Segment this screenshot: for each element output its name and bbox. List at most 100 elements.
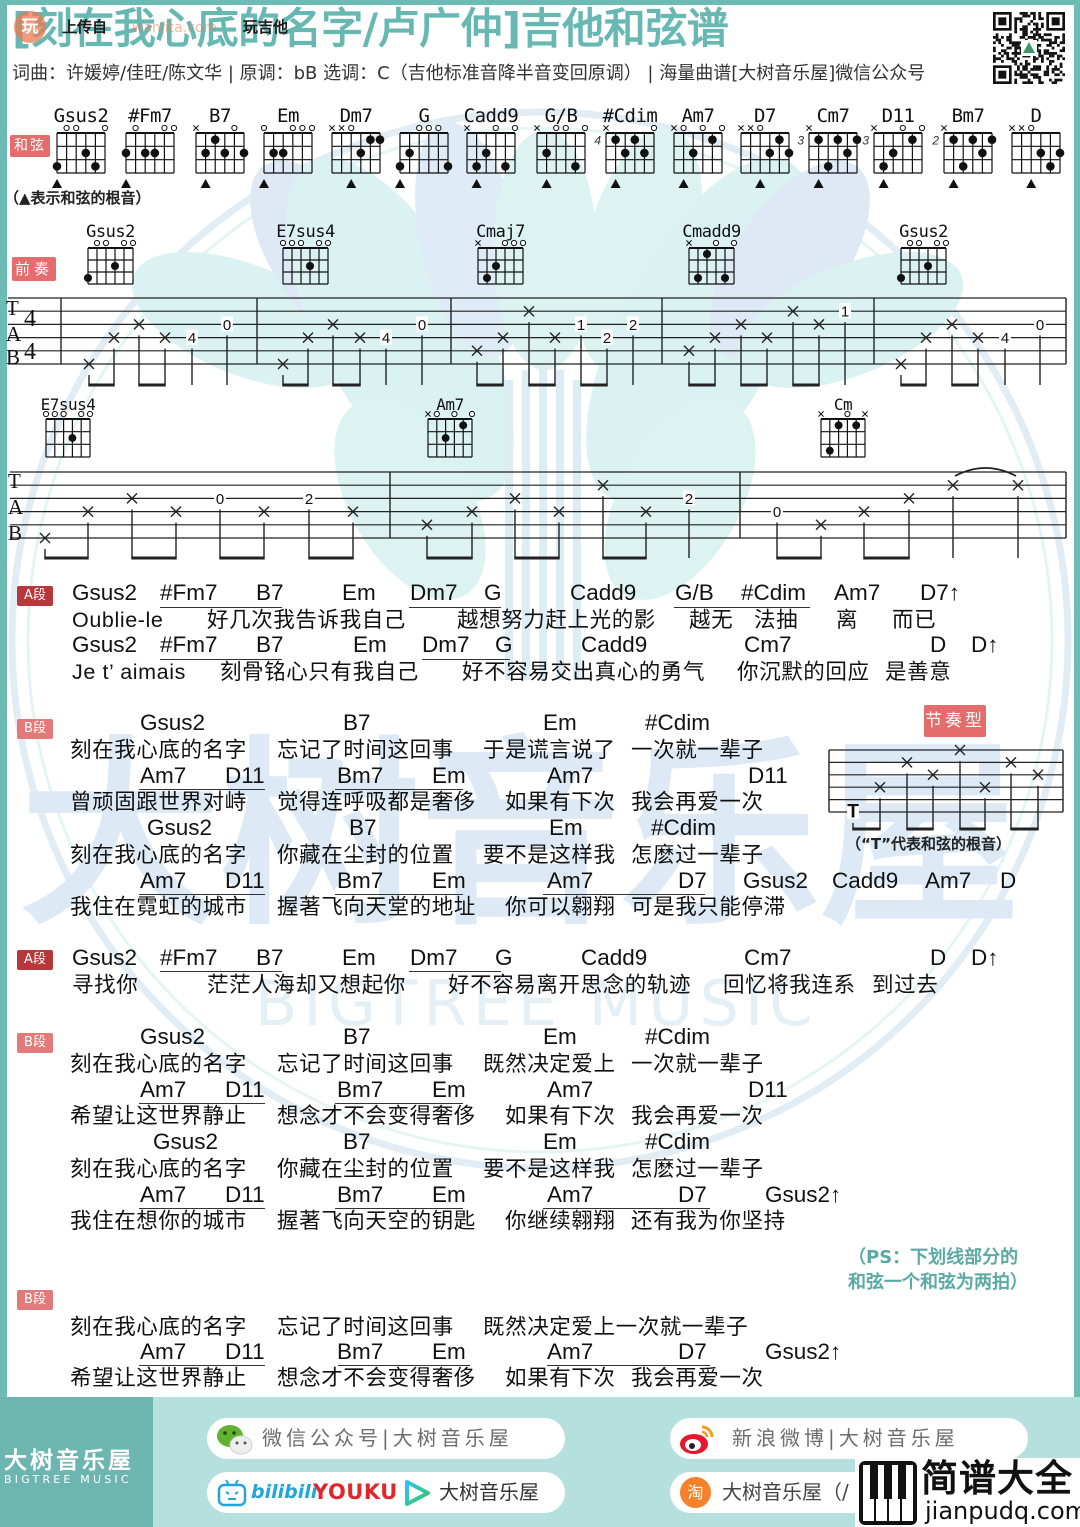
- finger-dot-icon: [814, 135, 823, 144]
- root-triangle-icon: [755, 179, 766, 188]
- lyric-phrase: 还有我为你坚持: [631, 1209, 786, 1233]
- lyric-phrase: 要不是这样我: [483, 843, 616, 867]
- fret-number: 0: [216, 491, 224, 508]
- finger-dot-icon: [978, 148, 987, 158]
- section-label: A段: [17, 950, 53, 970]
- open-string-icon: [942, 239, 950, 247]
- two-beat-chord-line: [409, 607, 501, 608]
- chord-symbol: Em: [543, 1129, 577, 1154]
- lyric-phrase: 忘记了时间这回事: [277, 1052, 454, 1076]
- fret-number: 0: [223, 317, 231, 334]
- chord-symbol: D↑: [971, 632, 999, 657]
- open-string-icon: [519, 239, 527, 247]
- strum-x-icon: [858, 506, 870, 518]
- chord-symbol: Am7: [140, 1077, 187, 1102]
- open-string-icon: [1028, 124, 1035, 132]
- finger-dot-icon: [825, 446, 834, 455]
- chord-symbol: Am7: [140, 1339, 187, 1364]
- finger-dot-icon: [611, 135, 620, 144]
- finger-dot-icon: [1046, 162, 1055, 171]
- chord-symbol: Dm7: [422, 632, 470, 657]
- chord-symbol: B7: [343, 710, 371, 735]
- strum-x-icon: [421, 519, 433, 531]
- chord-symbol: D11: [225, 763, 265, 788]
- muted-string-icon: [475, 240, 481, 246]
- two-beat-chord-line: [674, 607, 810, 608]
- finger-dot-icon: [843, 148, 852, 158]
- finger-dot-icon: [269, 148, 278, 158]
- open-string-icon: [425, 124, 432, 132]
- muted-string-icon: [193, 125, 199, 131]
- open-string-icon: [844, 410, 851, 418]
- finger-dot-icon: [405, 148, 414, 158]
- fret-number: 0: [418, 317, 426, 334]
- chord-symbol: D11: [225, 1339, 265, 1364]
- chord-diagram: [52, 124, 109, 188]
- lyric-phrase: 希望让这世界静止: [70, 1104, 247, 1128]
- chord-name: Gsus2: [53, 105, 109, 127]
- wechat-icon: [217, 1425, 253, 1455]
- chord-symbol: Am7: [547, 1182, 594, 1207]
- strum-x-icon: [549, 332, 561, 344]
- chord-symbol: Am7: [925, 868, 972, 893]
- finger-dot-icon: [356, 148, 366, 158]
- chord-symbol: Cadd9: [581, 945, 648, 970]
- root-note-marker: T: [847, 802, 859, 823]
- fret-number: 3: [862, 133, 869, 147]
- fret-number: 4: [188, 330, 196, 347]
- chord-diagram: [475, 239, 527, 285]
- muted-string-icon: [534, 125, 540, 131]
- muted-string-icon: [338, 125, 345, 131]
- chord-symbol: Em: [543, 1024, 577, 1049]
- chord-symbol: Gsus2: [140, 1024, 206, 1049]
- strum-x-icon: [901, 756, 913, 768]
- finger-dot-icon: [571, 162, 580, 171]
- chord-diagram: [193, 124, 249, 188]
- open-string-icon: [348, 124, 355, 132]
- chord-diagram: [818, 410, 868, 458]
- muted-string-icon: [818, 411, 824, 417]
- strum-x-icon: [683, 345, 695, 357]
- finger-dot-icon: [823, 162, 833, 171]
- two-beat-chord-line: [139, 1365, 265, 1366]
- open-string-icon: [170, 124, 178, 132]
- lyric-phrase: 你藏在尘封的位置: [277, 843, 454, 867]
- jianpudq-url: jianpudq.com: [925, 1497, 1080, 1525]
- lyric-phrase: 你沉默的回应: [737, 660, 870, 684]
- rhythm-legend: （“T”代表和弦的根音）: [846, 835, 1011, 853]
- lyric-phrase: 刻在我心底的名字: [70, 843, 247, 867]
- ps-note-line-2: 和弦一个和弦为两拍）: [848, 1272, 1028, 1293]
- muted-string-icon: [738, 125, 744, 131]
- taobao-text: 大树音乐屋（/: [722, 1480, 849, 1504]
- finger-dot-icon: [720, 273, 730, 283]
- finger-dot-icon: [542, 148, 551, 158]
- tab-clef-letter: T: [6, 296, 19, 320]
- tie-arc: [954, 467, 1017, 477]
- tab-clef-letter: B: [8, 521, 22, 545]
- root-triangle-icon: [948, 179, 959, 188]
- strum-x-icon: [108, 332, 120, 344]
- chord-name: Gsus2: [86, 222, 135, 242]
- finger-dot-icon: [784, 148, 794, 158]
- page-title: [刻在我心底的名字/卢广仲]吉他和弦谱: [12, 4, 729, 53]
- chord-symbol: D11: [748, 1077, 788, 1102]
- muted-string-icon: [425, 411, 431, 417]
- open-string-icon: [510, 239, 518, 247]
- finger-dot-icon: [620, 148, 630, 158]
- frame-top: [0, 0, 1080, 5]
- open-string-icon: [129, 239, 137, 247]
- weibo-icon: [680, 1425, 714, 1454]
- finger-dot-icon: [958, 162, 968, 171]
- lyric-phrase: 我会再爱一次: [631, 1366, 764, 1390]
- root-triangle-icon: [610, 179, 621, 188]
- open-string-icon: [51, 410, 58, 418]
- muted-string-icon: [747, 125, 754, 131]
- open-string-icon: [581, 124, 589, 132]
- finger-dot-icon: [968, 135, 978, 144]
- ps-note-line-1: （PS：下划线部分的: [848, 1247, 1019, 1268]
- lyric-phrase: 我会再爱一次: [631, 790, 764, 814]
- finger-dot-icon: [688, 148, 698, 158]
- finger-dot-icon: [472, 162, 481, 171]
- chord-symbol: D7↑: [920, 580, 961, 605]
- lyric-phrase: 寻找你: [72, 973, 139, 997]
